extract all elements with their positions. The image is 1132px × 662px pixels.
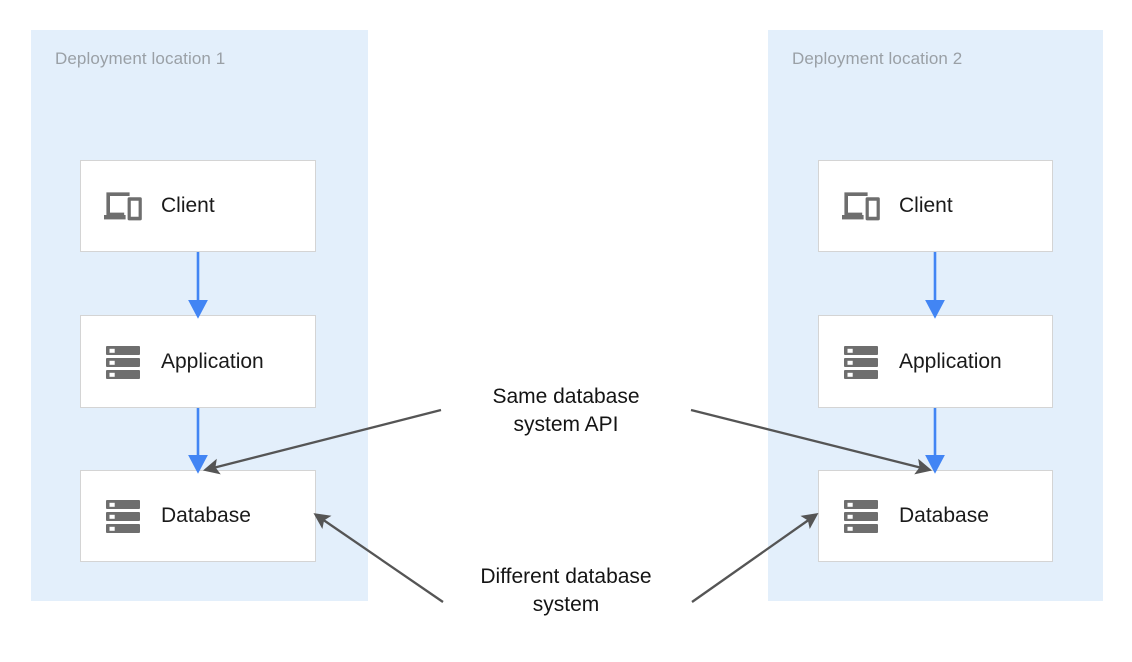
server-icon	[837, 494, 885, 538]
node-label: Application	[899, 349, 1002, 373]
node-label: Client	[161, 194, 215, 217]
server-icon	[837, 340, 885, 384]
node-database-location-1[interactable]: Database	[80, 470, 316, 562]
node-label: Database	[161, 504, 251, 527]
node-client-location-2[interactable]: Client	[818, 160, 1053, 252]
node-application-location-2[interactable]: Application	[818, 315, 1053, 408]
panel-title: Deployment location 1	[55, 49, 226, 68]
devices-icon	[99, 184, 147, 228]
node-application-location-1[interactable]: Application	[80, 315, 316, 408]
node-label: Database	[899, 504, 989, 527]
node-client-location-1[interactable]: Client	[80, 160, 316, 252]
node-database-location-2[interactable]: Database	[818, 470, 1053, 562]
callout-different-database-system: Different database system	[480, 565, 652, 616]
server-icon	[99, 494, 147, 538]
callout-same-database-system-api: Same database system API	[492, 385, 640, 436]
node-label: Client	[899, 194, 953, 217]
devices-icon	[837, 184, 885, 228]
node-label: Application	[161, 349, 264, 373]
panel-title: Deployment location 2	[792, 49, 963, 68]
server-icon	[99, 340, 147, 384]
